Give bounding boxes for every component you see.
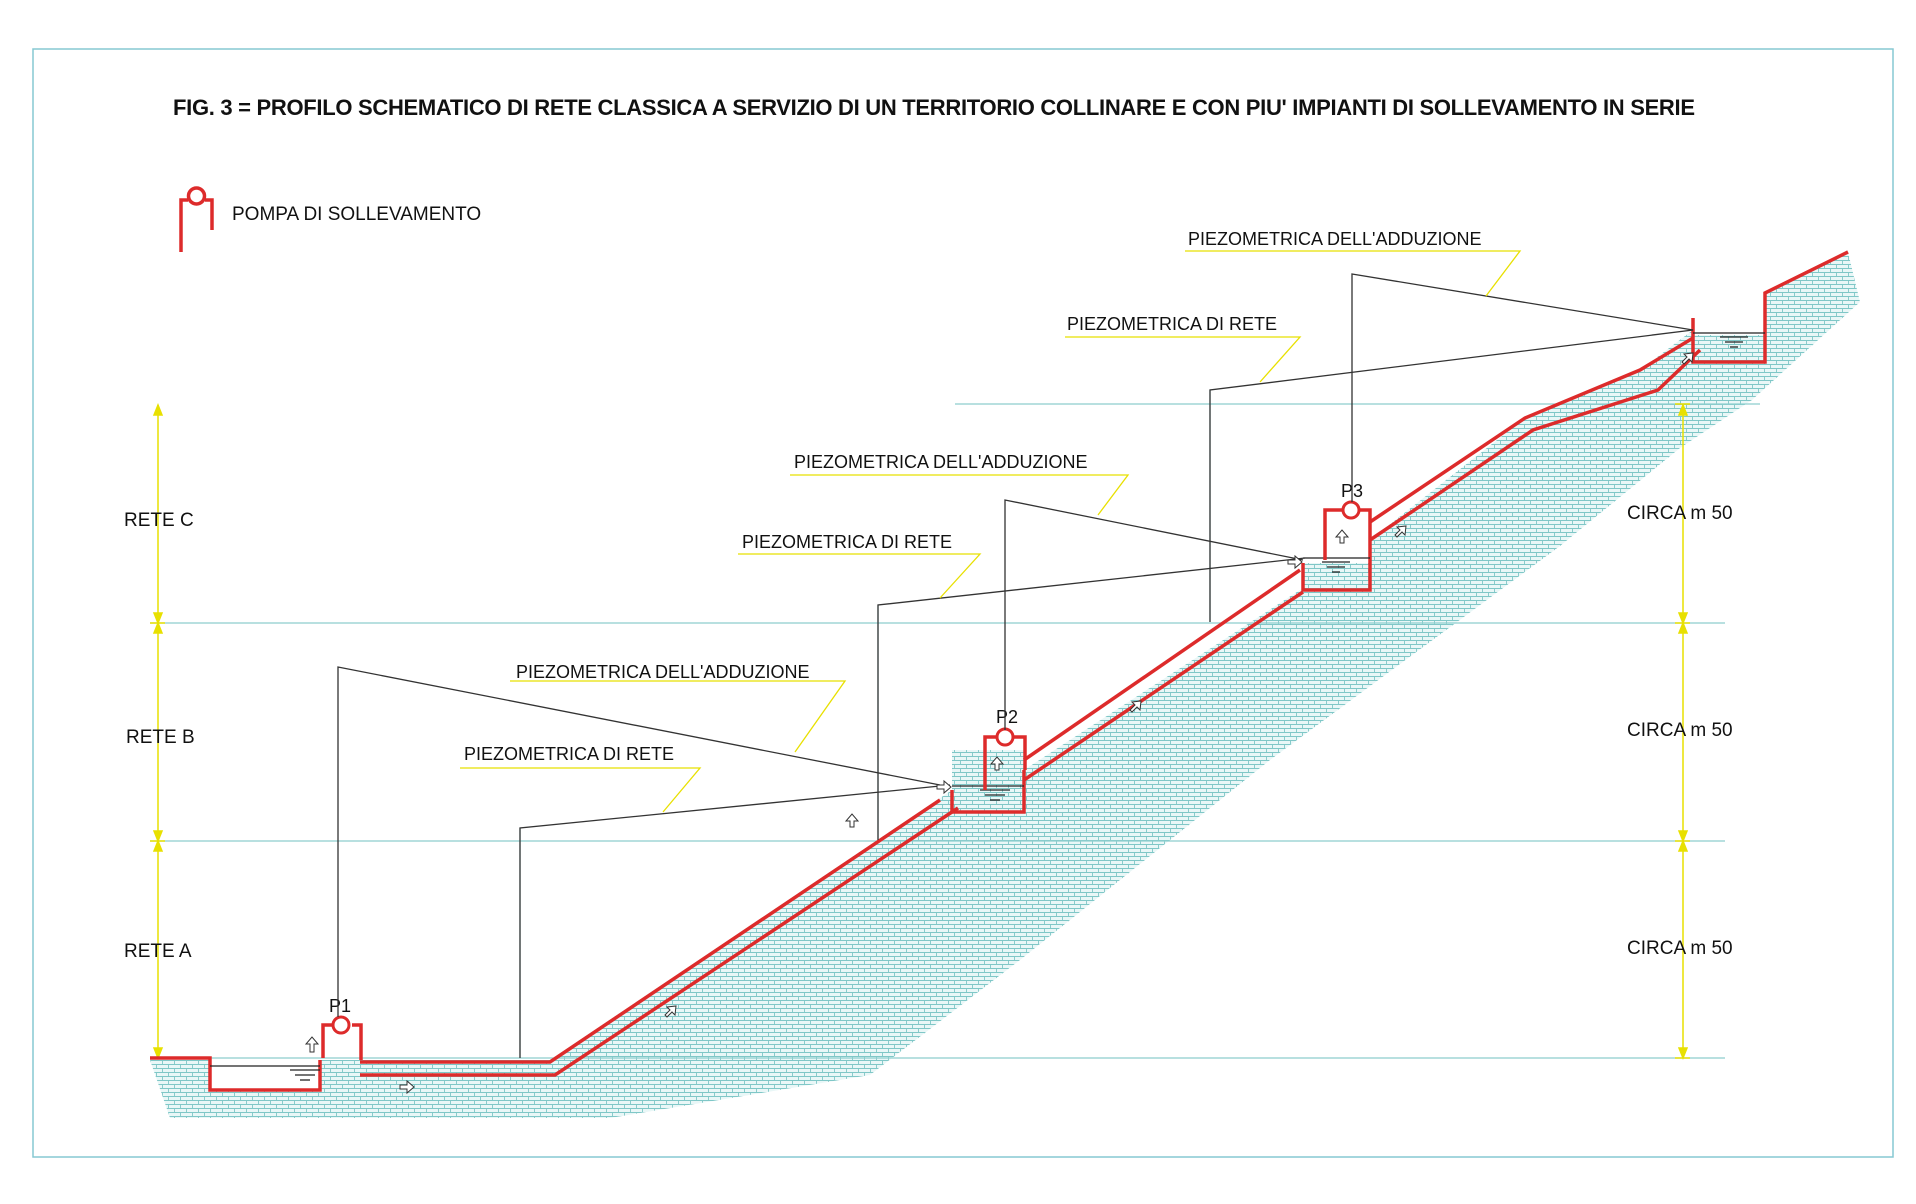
flow-arrow xyxy=(304,1036,320,1053)
level-guides xyxy=(150,390,1760,1059)
flow-arrow xyxy=(664,1005,677,1018)
height-label-b: CIRCA m 50 xyxy=(1627,720,1733,741)
piezometric-lines xyxy=(337,273,1694,1058)
pump-p1: P1 xyxy=(321,996,363,1060)
pump-label-p2: P2 xyxy=(996,707,1018,727)
dimension-lines xyxy=(150,402,1690,1061)
label-adduction-b: PIEZOMETRICA DELL'ADDUZIONE xyxy=(794,452,1087,472)
flow-arrow xyxy=(1334,529,1350,544)
label-rete-b: PIEZOMETRICA DI RETE xyxy=(742,532,952,552)
legend: POMPA DI SOLLEVAMENTO xyxy=(179,186,481,252)
network-label-c: RETE C xyxy=(124,510,194,531)
height-label-c: CIRCA m 50 xyxy=(1627,503,1733,524)
flow-arrow xyxy=(1681,352,1694,365)
network-label-a: RETE A xyxy=(124,941,192,962)
pump-label-p1: P1 xyxy=(329,996,351,1016)
pump-icon xyxy=(179,186,214,252)
label-leaders xyxy=(460,250,1522,813)
flow-arrows xyxy=(304,352,1694,1095)
pump-p3: P3 xyxy=(1323,481,1372,560)
legend-label: POMPA DI SOLLEVAMENTO xyxy=(232,204,481,225)
label-rete-a: PIEZOMETRICA DI RETE xyxy=(464,744,674,764)
flow-arrow xyxy=(844,813,860,828)
pump-p2: P2 xyxy=(983,707,1027,790)
figure-title: FIG. 3 = PROFILO SCHEMATICO DI RETE CLAS… xyxy=(173,95,1695,120)
flow-arrow xyxy=(989,756,1005,771)
label-rete-c: PIEZOMETRICA DI RETE xyxy=(1067,314,1277,334)
label-adduction-a: PIEZOMETRICA DELL'ADDUZIONE xyxy=(516,662,809,682)
network-label-b: RETE B xyxy=(126,727,195,748)
flow-arrow xyxy=(399,1079,415,1095)
flow-arrow xyxy=(936,779,952,795)
label-adduction-c: PIEZOMETRICA DELL'ADDUZIONE xyxy=(1188,229,1481,249)
flow-arrow xyxy=(1129,700,1142,713)
height-label-a: CIRCA m 50 xyxy=(1627,938,1733,959)
pipeline xyxy=(150,250,1849,1092)
water-levels xyxy=(210,332,1765,1081)
flow-arrow xyxy=(1394,525,1407,538)
frame-border xyxy=(32,48,1894,1158)
flow-arrow xyxy=(1287,554,1303,570)
